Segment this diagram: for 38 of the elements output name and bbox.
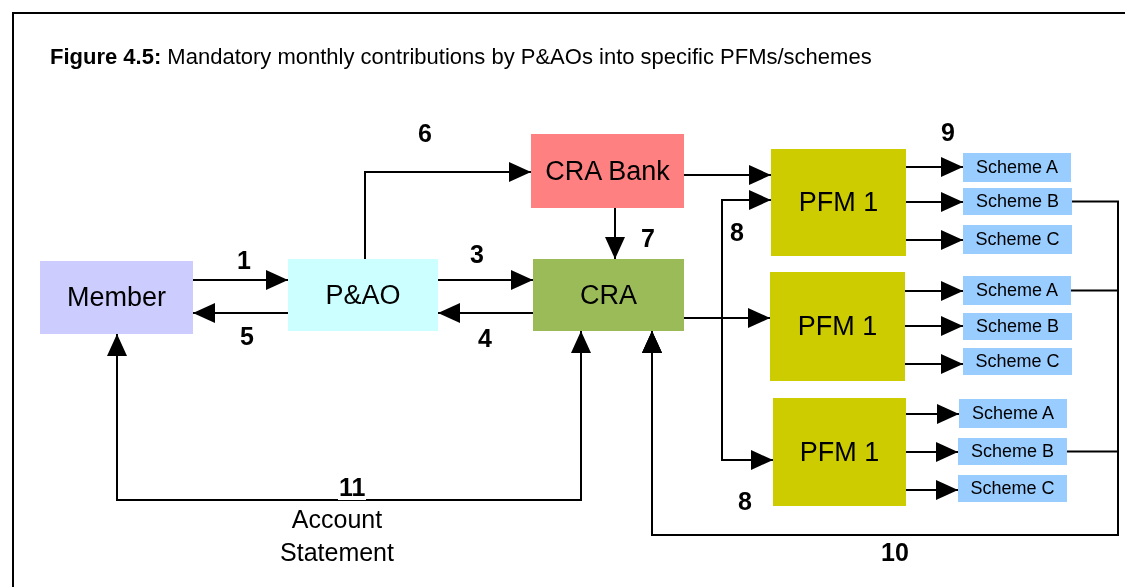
process-box: PFM 1	[770, 272, 905, 381]
arrow	[905, 157, 964, 177]
process-box: Scheme B	[958, 438, 1067, 465]
process-box: Member	[40, 261, 193, 334]
process-box: Scheme C	[963, 348, 1072, 375]
process-box: P&AO	[288, 259, 438, 331]
arrow	[683, 165, 772, 185]
arrow	[904, 281, 964, 301]
process-box: Scheme B	[963, 313, 1072, 340]
arrow	[905, 192, 964, 212]
arrow	[605, 207, 625, 260]
arrow	[905, 404, 960, 424]
edge-label: 11	[338, 475, 367, 500]
arrow	[905, 230, 964, 250]
process-box: CRA Bank	[531, 134, 684, 208]
arrow	[364, 162, 532, 260]
arrow	[107, 330, 591, 501]
arrow	[905, 442, 959, 462]
arrow	[437, 303, 534, 323]
caption-text: Account Statement	[279, 504, 395, 568]
arrow	[683, 317, 774, 470]
process-box: PFM 1	[771, 149, 906, 256]
process-box: Scheme B	[963, 188, 1072, 215]
process-box: PFM 1	[773, 398, 906, 506]
process-box: Scheme A	[963, 276, 1071, 305]
arrow	[192, 303, 289, 323]
process-box: Scheme C	[958, 475, 1067, 502]
arrow	[642, 330, 1119, 536]
process-box: Scheme A	[963, 153, 1071, 182]
process-box: CRA	[533, 259, 684, 331]
process-box: Scheme C	[963, 225, 1072, 254]
arrow	[904, 354, 964, 374]
arrow	[192, 270, 289, 290]
figure-title: Figure 4.5: Mandatory monthly contributions by P&AOs into specific PFMs/schemes	[50, 44, 872, 70]
process-box: Scheme A	[959, 399, 1067, 428]
arrow	[904, 316, 964, 336]
arrow	[437, 270, 534, 290]
arrow	[905, 480, 959, 500]
